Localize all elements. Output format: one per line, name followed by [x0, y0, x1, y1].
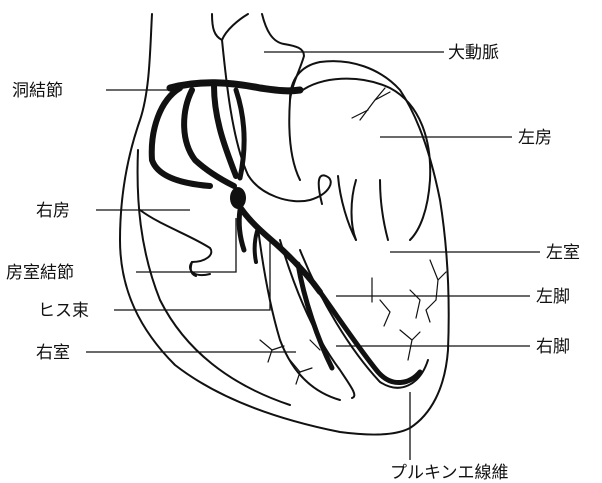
- heart-outline: [120, 14, 449, 435]
- label-left-bundle: 左脚: [536, 287, 570, 307]
- label-right-atrium: 右房: [36, 201, 70, 221]
- aorta-vessel: [212, 14, 331, 204]
- leader-lines: [86, 52, 540, 460]
- label-right-bundle: 右脚: [536, 337, 570, 357]
- label-left-ventricle: 左室: [546, 243, 580, 263]
- label-his-bundle: ヒス束: [38, 301, 89, 321]
- leader-av-node: [136, 218, 236, 272]
- label-left-atrium: 左房: [518, 128, 552, 148]
- label-purkinje: プルキンエ線維: [390, 463, 509, 483]
- leader-his-bundle: [114, 240, 270, 310]
- label-right-ventricle: 右室: [36, 343, 70, 363]
- label-av-node: 房室結節: [6, 263, 74, 283]
- label-sa-node: 洞結節: [12, 81, 63, 101]
- conduction-system: [152, 83, 420, 383]
- label-aorta: 大動脈: [448, 43, 499, 63]
